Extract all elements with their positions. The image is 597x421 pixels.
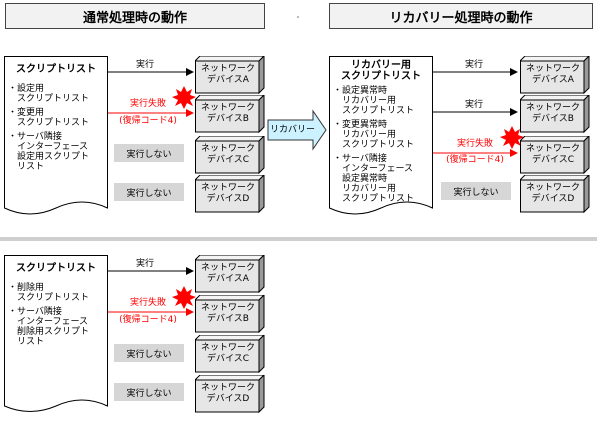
- network-device-box: ネットワーク デバイスD: [195, 175, 265, 213]
- network-device-box: ネットワーク デバイスA: [195, 255, 265, 293]
- script-list-title: リカバリー用 スクリプトリスト: [341, 60, 421, 82]
- device-label: ネットワーク デバイスA: [525, 64, 580, 85]
- script-list-title: スクリプトリスト: [16, 263, 96, 274]
- script-list-doc: スクリプトリスト ・削除用 スクリプトリスト ・サーバ隣接 インターフェース 削…: [4, 255, 108, 418]
- fail-label: 実行失敗: [456, 139, 493, 149]
- fail-label: 実行失敗: [129, 298, 166, 308]
- network-device-box: ネットワーク デバイスB: [195, 95, 265, 133]
- recovery-arrow: [267, 109, 327, 151]
- center-dot: [297, 16, 299, 18]
- network-device-box: ネットワーク デバイスB: [520, 95, 590, 133]
- no-exec-label: 実行しない: [114, 183, 184, 201]
- failure-burst-icon: [172, 86, 196, 109]
- script-list-item: ・変更用 スクリプトリスト: [8, 108, 90, 128]
- device-label: ネットワーク デバイスB: [200, 103, 255, 124]
- device-label: ネットワーク デバイスD: [200, 383, 255, 404]
- exec-label: 実行: [464, 100, 483, 110]
- header-recovery: リカバリー処理時の動作: [329, 3, 593, 29]
- network-device-box: ネットワーク デバイスA: [520, 56, 590, 94]
- no-exec-label: 実行しない: [114, 344, 184, 362]
- network-device-box: ネットワーク デバイスD: [195, 375, 265, 413]
- recovery-arrow-label: リカバリー: [270, 125, 316, 135]
- device-label: ネットワーク デバイスA: [200, 263, 255, 284]
- device-label: ネットワーク デバイスB: [525, 103, 580, 124]
- device-label: ネットワーク デバイスC: [200, 343, 255, 364]
- script-list-title: スクリプトリスト: [16, 64, 96, 75]
- return-code-label: (復帰コード4): [446, 155, 504, 165]
- no-exec-label: 実行しない: [441, 182, 511, 200]
- device-label: ネットワーク デバイスC: [525, 144, 580, 165]
- fail-label: 実行失敗: [129, 99, 166, 109]
- network-device-box: ネットワーク デバイスC: [195, 335, 265, 373]
- device-label: ネットワーク デバイスD: [200, 183, 255, 204]
- recovery-script-list-doc: リカバリー用 スクリプトリスト ・設定異常時 リカバリー用 スクリプトリスト ・…: [329, 56, 433, 221]
- device-label: ネットワーク デバイスA: [200, 64, 255, 85]
- failure-burst-icon: [172, 286, 196, 309]
- script-list-item: ・設定異常時 リカバリー用 スクリプトリスト: [333, 86, 415, 116]
- script-list-item: ・設定用 スクリプトリスト: [8, 84, 90, 104]
- section-divider: [0, 237, 597, 241]
- exec-label: 実行: [135, 60, 154, 70]
- no-exec-label: 実行しない: [114, 383, 184, 401]
- network-device-box: ネットワーク デバイスD: [520, 175, 590, 213]
- network-device-box: ネットワーク デバイスA: [195, 56, 265, 94]
- device-label: ネットワーク デバイスD: [525, 183, 580, 204]
- device-label: ネットワーク デバイスB: [200, 303, 255, 324]
- exec-label: 実行: [464, 60, 483, 70]
- network-device-box: ネットワーク デバイスC: [520, 136, 590, 174]
- script-list-item: ・サーバ隣接 インターフェース 設定異常時 リカバリー用 スクリプトリスト: [333, 154, 415, 204]
- return-code-label: (復帰コード4): [119, 116, 177, 126]
- failure-burst-icon: [500, 126, 524, 149]
- script-list-item: ・サーバ隣接 インターフェース 設定用スクリプト リスト: [8, 132, 90, 172]
- exec-label: 実行: [135, 259, 154, 269]
- script-list-doc: スクリプトリスト ・設定用 スクリプトリスト ・変更用 スクリプトリスト ・サー…: [4, 56, 108, 221]
- script-list-item: ・変更異常時 リカバリー用 スクリプトリスト: [333, 120, 415, 150]
- network-device-box: ネットワーク デバイスB: [195, 295, 265, 333]
- script-list-item: ・サーバ隣接 インターフェース 削除用スクリプト リスト: [8, 307, 90, 347]
- no-exec-label: 実行しない: [114, 144, 184, 162]
- header-normal: 通常処理時の動作: [5, 3, 265, 29]
- script-list-item: ・削除用 スクリプトリスト: [8, 283, 90, 303]
- device-label: ネットワーク デバイスC: [200, 144, 255, 165]
- network-device-box: ネットワーク デバイスC: [195, 136, 265, 174]
- return-code-label: (復帰コード4): [119, 315, 177, 325]
